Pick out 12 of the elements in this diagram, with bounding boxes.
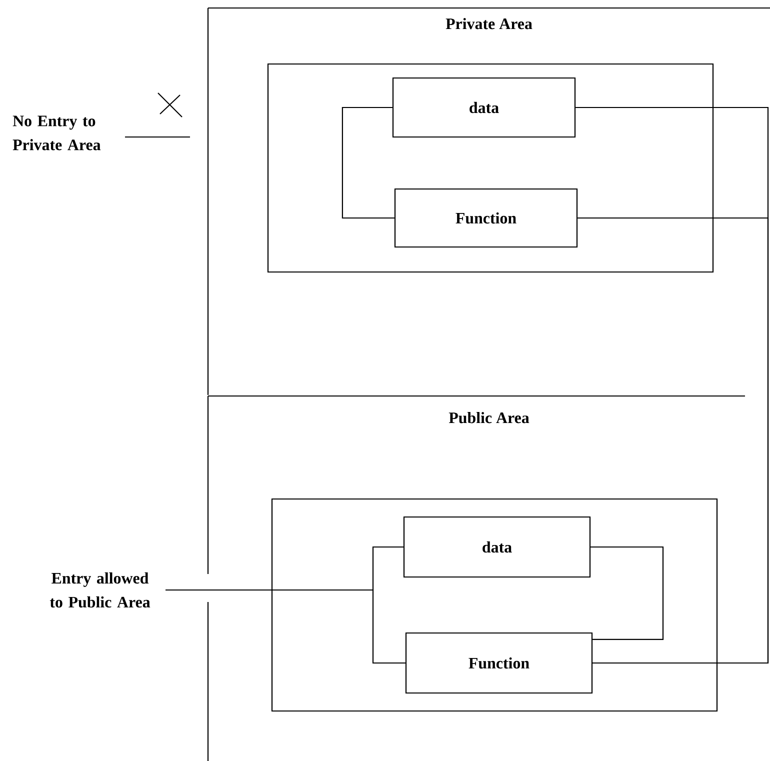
function-box: Function [405, 632, 593, 694]
function-box: Function [394, 188, 578, 248]
data-box: data [392, 77, 576, 138]
entry-label: Entry allowed to Public Area [50, 572, 150, 608]
data-box: data [403, 516, 591, 578]
label-text: No Entry to Private Area [12, 116, 101, 150]
connector-line [590, 546, 664, 640]
public-area-box [271, 498, 718, 712]
private-area-box [267, 63, 714, 273]
connector-line [166, 589, 406, 664]
connector-line [578, 217, 769, 664]
connector-line [342, 106, 394, 219]
